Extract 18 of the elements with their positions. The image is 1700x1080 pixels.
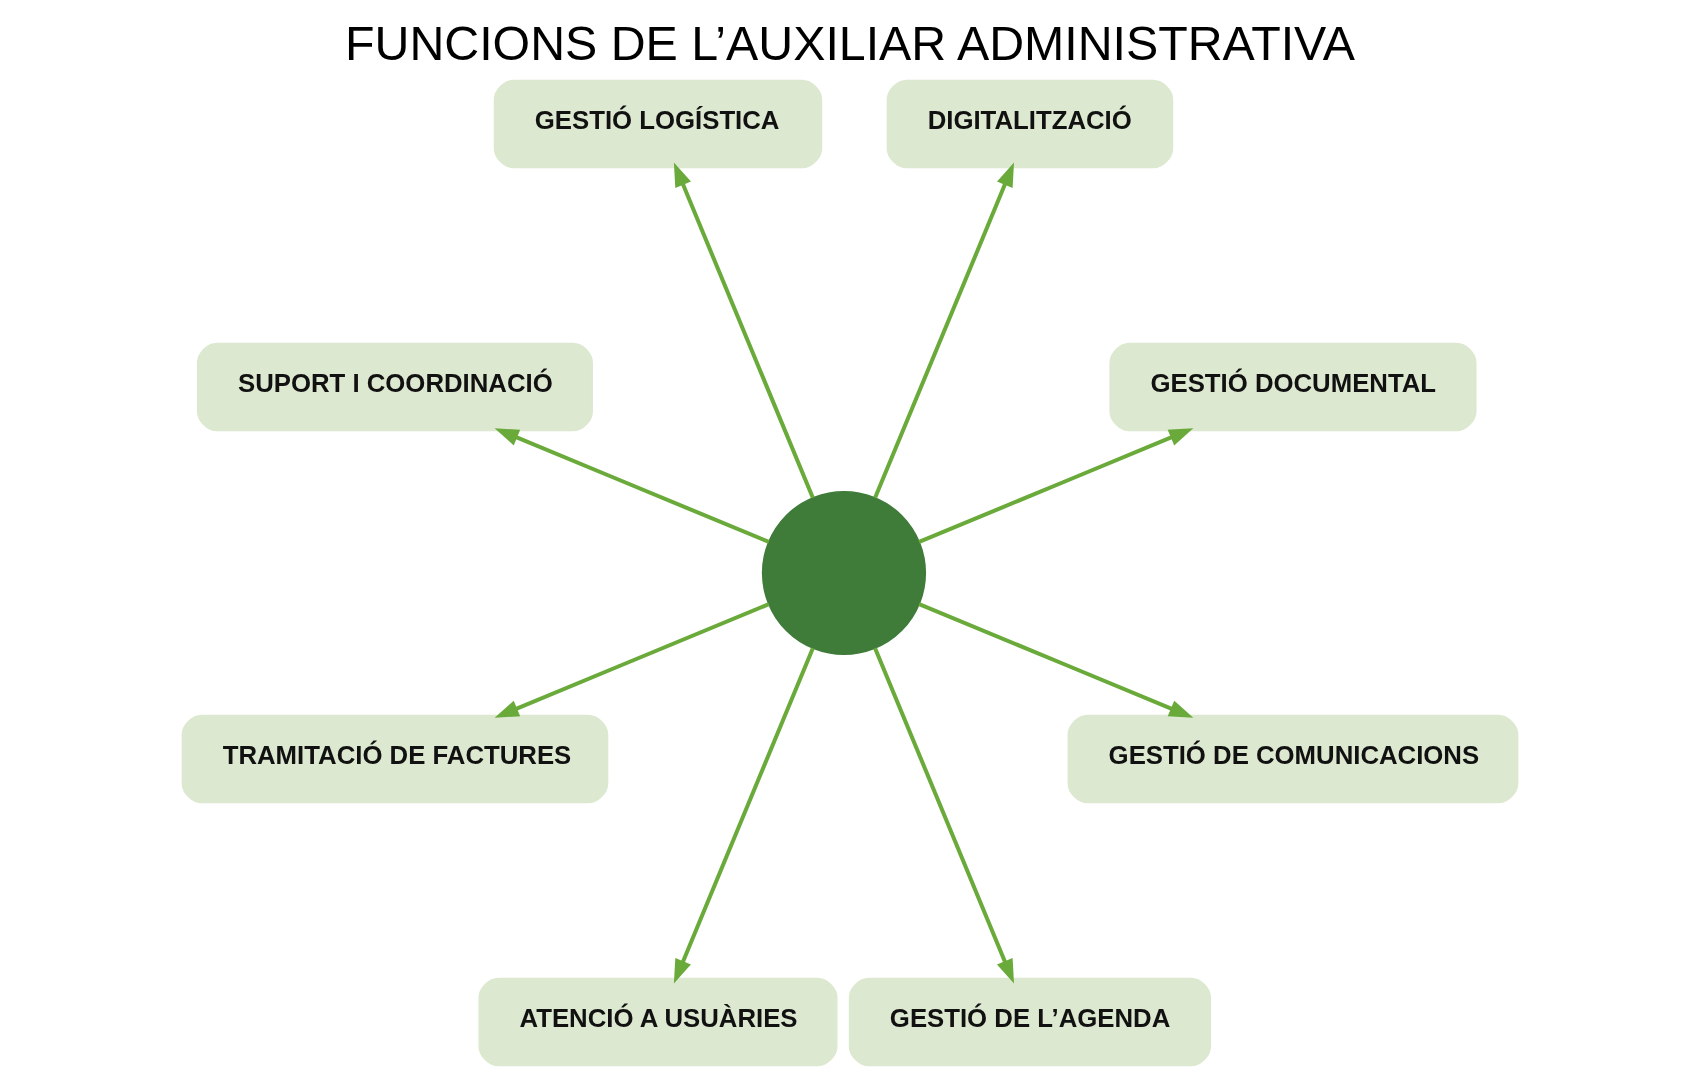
node-box: GESTIÓ DOCUMENTAL [1109, 342, 1477, 432]
node-box: GESTIÓ DE L’AGENDA [848, 977, 1212, 1067]
node-box: ATENCIÓ A USUÀRIES [478, 977, 838, 1067]
node-circle [761, 490, 927, 656]
arrow [873, 162, 1015, 499]
arrow [494, 602, 770, 718]
node-box: SUPORT I COORDINACIÓ [196, 342, 593, 432]
arrow [873, 647, 1015, 984]
arrow [918, 602, 1194, 718]
node-box: GESTIÓ DE COMUNICACIONS [1067, 714, 1519, 804]
node-box: GESTIÓ LOGÍSTICA [493, 79, 823, 169]
arrow [918, 428, 1194, 544]
diagram-title: FUNCIONS DE L’AUXILIAR ADMINISTRATIVA [345, 15, 1355, 70]
node-box: TRAMITACIÓ DE FACTURES [181, 714, 609, 804]
node-box: DIGITALITZACIÓ [886, 79, 1174, 169]
arrow [673, 162, 815, 499]
arrow [494, 428, 770, 544]
arrow [673, 647, 815, 984]
